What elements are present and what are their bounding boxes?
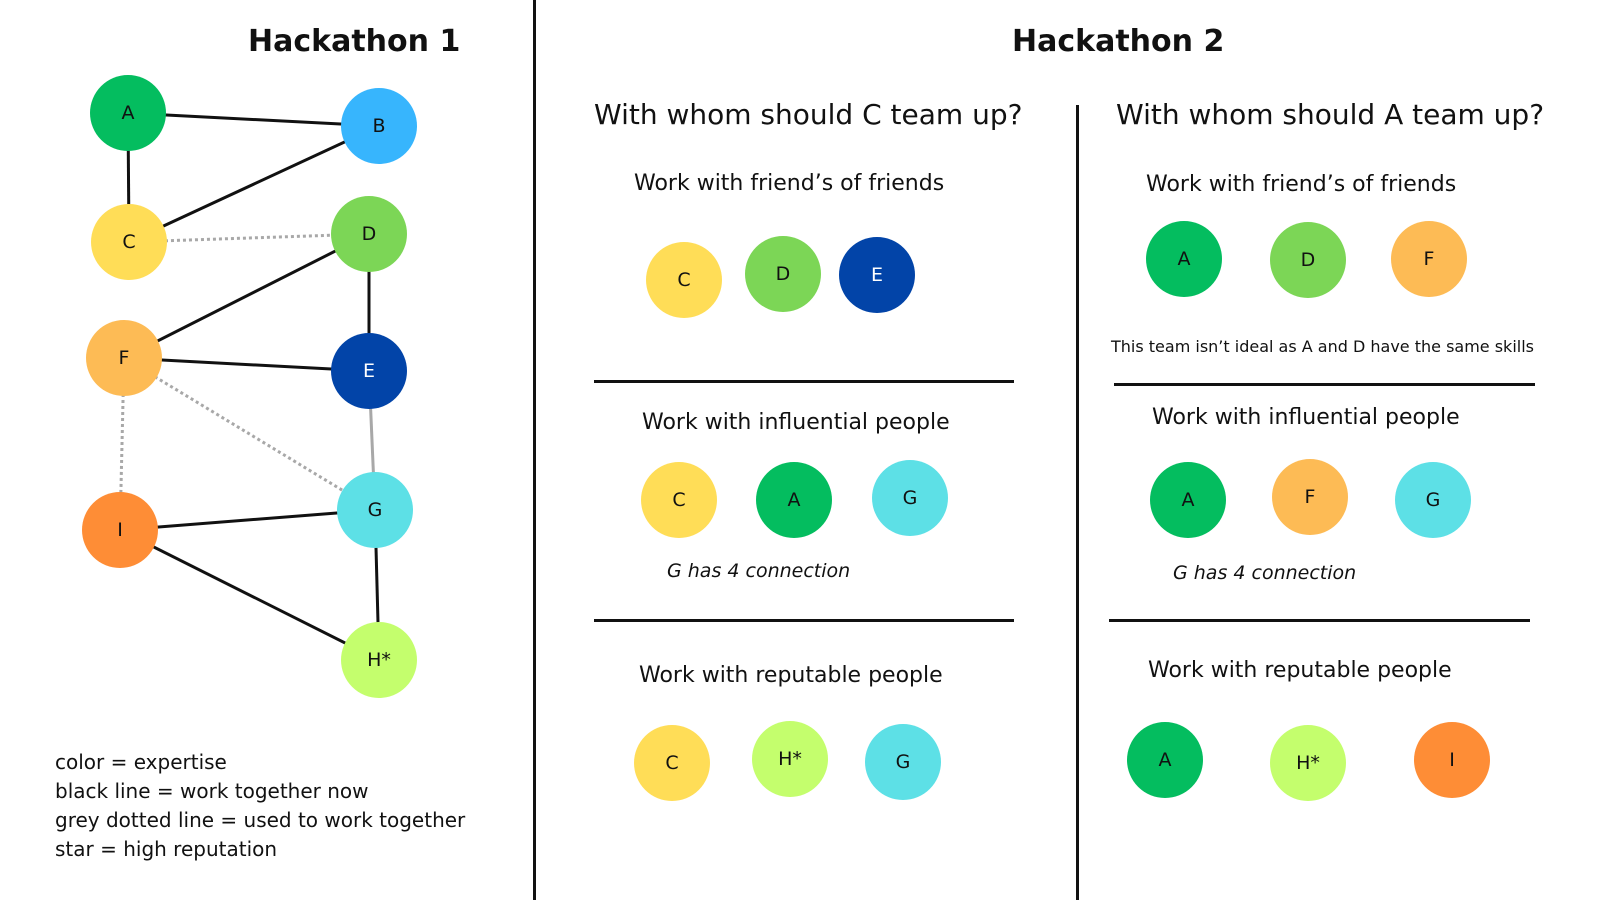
node-i: I [82,492,158,568]
divider-c-1 [594,380,1014,383]
edge-I-G [119,508,376,532]
question-c: With whom should C team up? [594,98,1023,131]
strategy-c-reputable: Work with reputable people [639,663,943,688]
edge-F-D [123,232,370,360]
node-h: H* [341,622,417,698]
team-a-reputable-3: I [1414,722,1490,798]
team-c-influential-2: A [756,462,832,538]
edge-C-B [128,124,380,244]
edge-F-G [123,356,376,512]
strategy-a-reputable: Work with reputable people [1148,658,1452,683]
strategy-c-influential: Work with influential people [642,410,950,435]
strategy-a-friends: Work with friend’s of friends [1146,172,1457,197]
node-d: D [331,196,407,272]
node-e: E [331,333,407,409]
legend-item-black-line: black line = work together now [55,779,369,803]
team-a-influential-2: F [1272,459,1348,535]
team-a-friends-3: F [1391,221,1467,297]
edge-A-B [127,111,380,128]
edge-F-I [118,357,126,531]
note-c-influential: G has 4 connection [667,560,851,582]
node-g: G [337,472,413,548]
legend-item-star: star = high reputation [55,837,278,861]
divider-a-1 [1114,383,1535,386]
team-c-friends-1: C [646,242,722,318]
note-a-influential: G has 4 connection [1173,562,1357,584]
node-a: A [90,75,166,151]
team-c-influential-1: C [641,462,717,538]
strategy-c-friends: Work with friend’s of friends [634,171,945,196]
divider-c-2 [594,619,1014,622]
team-a-influential-3: G [1395,462,1471,538]
network-graph [118,111,381,662]
note-a-friends: This team isn’t ideal as A and D have th… [1111,337,1534,356]
team-c-reputable-1: C [634,725,710,801]
node-f: F [86,320,162,396]
team-c-influential-3: G [872,460,948,536]
edge-C-D [128,232,370,244]
legend-item-grey-line: grey dotted line = used to work together [55,808,466,832]
divider-columns [1076,105,1079,900]
team-c-reputable-2: H* [752,721,828,797]
team-c-reputable-3: G [865,724,941,800]
question-a: With whom should A team up? [1116,98,1545,131]
legend-item-color: color = expertise [55,750,227,774]
hackathon-2-title: Hackathon 2 [1012,24,1225,59]
team-c-friends-2: D [745,236,821,312]
legend: color = expertise black line = work toge… [55,748,465,864]
node-b: B [341,88,417,164]
team-a-friends-2: D [1270,222,1346,298]
team-a-reputable-2: H* [1270,725,1346,801]
team-a-influential-1: A [1150,462,1226,538]
edge-I-H [119,528,380,662]
divider-a-2 [1109,619,1530,622]
team-a-reputable-1: A [1127,722,1203,798]
strategy-a-influential: Work with influential people [1152,405,1460,430]
divider-main [533,0,536,900]
team-c-friends-3: E [839,237,915,313]
hackathon-1-title: Hackathon 1 [248,24,461,59]
team-a-friends-1: A [1146,221,1222,297]
node-c: C [91,204,167,280]
edge-F-E [123,356,370,373]
